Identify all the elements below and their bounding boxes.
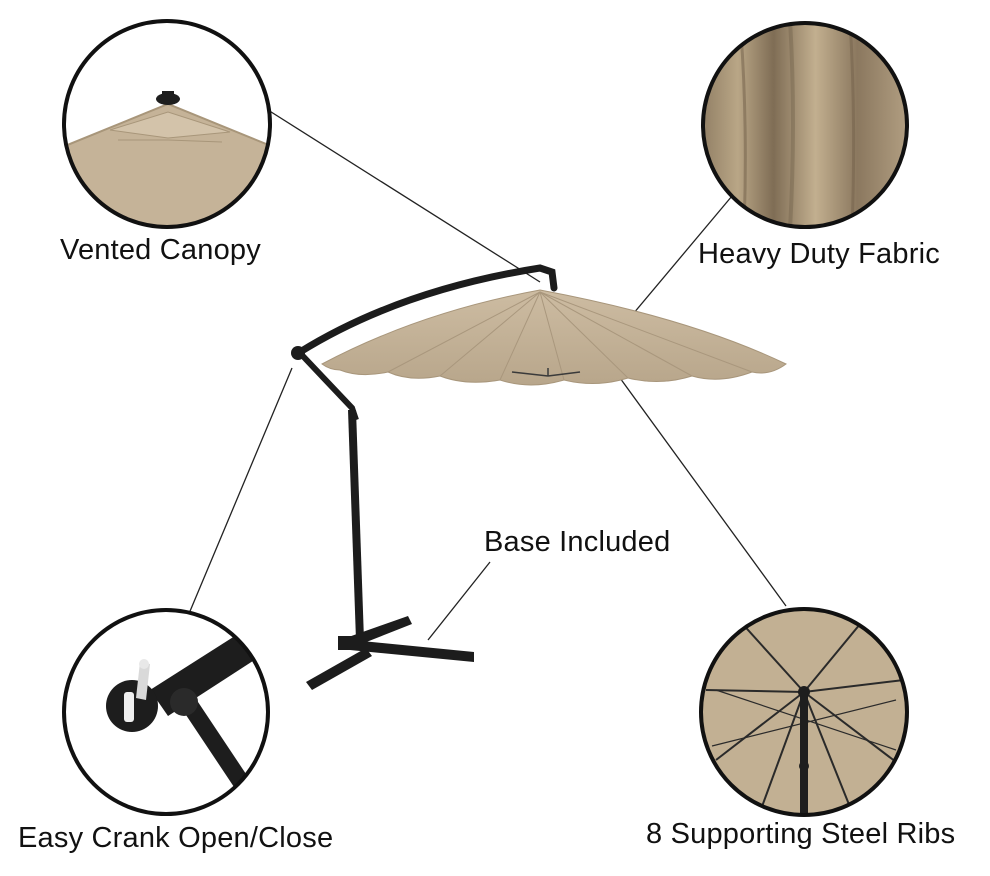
leader-line-base	[427, 561, 491, 641]
fabric-inset	[701, 21, 909, 229]
vented-canopy-inset	[62, 19, 272, 229]
umbrella-base	[306, 616, 474, 690]
base-included-label: Base Included	[484, 526, 671, 558]
crank-inset	[62, 608, 270, 816]
umbrella-arm	[296, 264, 558, 356]
vented-canopy-label: Vented Canopy	[60, 234, 261, 266]
leader-lines	[187, 109, 787, 641]
steel-ribs-label: 8 Supporting Steel Ribs	[646, 818, 956, 850]
umbrella-canopy	[321, 289, 787, 386]
heavy-duty-fabric-label: Heavy Duty Fabric	[698, 238, 940, 270]
umbrella-pole	[348, 410, 364, 640]
leader-line-ribs	[619, 377, 787, 607]
leader-line-fabric	[627, 195, 733, 321]
leader-line-vented	[267, 109, 541, 283]
easy-crank-label: Easy Crank Open/Close	[18, 822, 334, 854]
leader-line-crank	[187, 367, 293, 617]
cantilever-umbrella	[291, 264, 787, 690]
ribs-inset	[699, 607, 909, 817]
